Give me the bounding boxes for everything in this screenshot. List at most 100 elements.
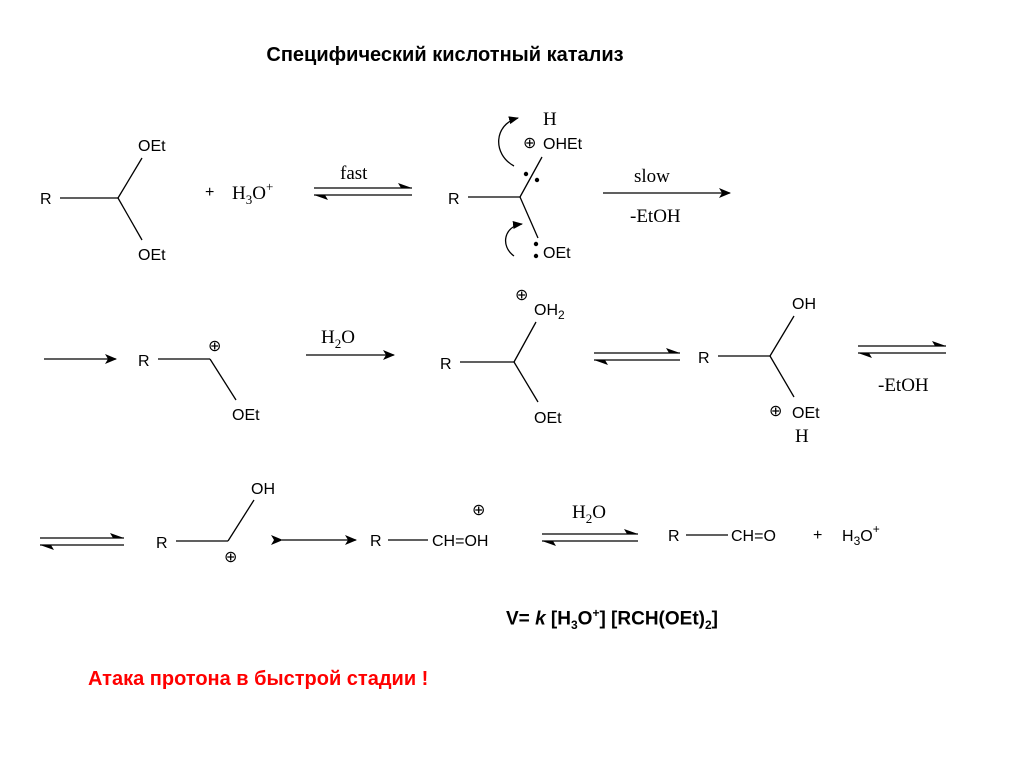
- h3o-h: H: [842, 528, 854, 545]
- positive-charge: ⊕: [224, 549, 237, 566]
- h3o-h: H: [232, 183, 246, 204]
- oet-label: OEt: [792, 405, 820, 422]
- arrowhead: [666, 348, 680, 353]
- positive-charge: ⊕: [769, 403, 782, 420]
- condition-minus-etoh: -EtOH: [630, 206, 681, 227]
- bond: [117, 157, 143, 199]
- ch-o-label: CH=O: [731, 528, 776, 545]
- condition-minus-etoh: -EtOH: [878, 375, 929, 396]
- lone-pair-dot: [533, 253, 539, 259]
- curved-electron-arrow: [504, 221, 523, 257]
- highlight-note: Атака протона в быстрой стадии !: [88, 668, 429, 690]
- plus-sign: +: [813, 527, 822, 544]
- r-group-label: R: [440, 356, 452, 373]
- rate-part: ] [RCH(OEt): [599, 608, 705, 630]
- lone-pair-dot: [534, 177, 540, 183]
- oet-label: OEt: [543, 245, 571, 262]
- oxocarbenium-cation: R ⊕ OEt: [138, 338, 260, 424]
- oet-label: OEt: [232, 407, 260, 424]
- positive-charge: ⊕: [523, 135, 536, 152]
- acetal-molecule: R OEt OEt: [40, 138, 166, 264]
- h2o-sub: 2: [586, 511, 593, 526]
- bond: [513, 321, 537, 363]
- r-group-label: R: [698, 350, 710, 367]
- lone-pair-dot: [523, 171, 529, 177]
- h3o-o: O: [252, 183, 266, 204]
- oet-label: OEt: [138, 247, 166, 264]
- equilibrium-arrow: [40, 533, 124, 550]
- arrowhead: [858, 353, 872, 358]
- h3o-formula: H3O+: [232, 179, 273, 207]
- plus-sign: +: [205, 184, 214, 201]
- equilibrium-arrow: [594, 348, 680, 365]
- bond: [519, 156, 543, 198]
- condition-fast: fast: [340, 163, 368, 184]
- arrow-slow: slow -EtOH: [603, 166, 731, 227]
- bond: [769, 355, 795, 398]
- oh2-main: OH: [534, 302, 558, 319]
- arrowhead: [110, 533, 124, 538]
- arrowhead: [398, 183, 412, 188]
- h2o-h: H: [321, 327, 335, 348]
- proton-label: H: [543, 109, 557, 130]
- rate-sub: 3: [570, 618, 578, 633]
- ch-oh-label: CH=OH: [432, 533, 488, 550]
- h3o-sub: 3: [246, 192, 253, 207]
- r-group-label: R: [138, 353, 150, 370]
- h2o-o: O: [341, 327, 355, 348]
- rate-part: O: [577, 608, 593, 630]
- equilibrium-arrow-fast: fast: [314, 163, 412, 200]
- hemiacetal-protonated-oet: R OH ⊕ OEt H: [698, 296, 820, 447]
- protonated-acetal: R OHEt H ⊕ OEt: [448, 109, 583, 262]
- curved-electron-arrow: [498, 116, 519, 167]
- oet-label: OEt: [138, 138, 166, 155]
- arrowhead: [624, 529, 638, 534]
- h3o-sub: 3: [854, 534, 861, 548]
- h2o-sub: 2: [335, 336, 342, 351]
- arrowhead: [542, 541, 556, 546]
- rate-part: [H: [545, 608, 571, 630]
- h3o-formula: H3O+: [842, 522, 880, 548]
- h2o-o: O: [592, 502, 606, 523]
- arrowhead: [932, 341, 946, 346]
- bond: [117, 197, 143, 241]
- h2o-h: H: [572, 502, 586, 523]
- rate-part: ]: [711, 608, 718, 630]
- condition-h2o: H2O: [321, 327, 355, 351]
- arrow-h2o: H2O: [306, 327, 395, 360]
- positive-charge: ⊕: [472, 502, 485, 519]
- oh2-sub: 2: [558, 308, 565, 322]
- h3o-o: O: [860, 528, 872, 545]
- rate-sup: +: [592, 606, 600, 620]
- oet-label: OEt: [534, 410, 562, 427]
- hydroxy-carbocation: R OH ⊕: [156, 481, 275, 566]
- r-group-label: R: [668, 528, 680, 545]
- rate-prefix: V=: [506, 608, 536, 630]
- bond: [519, 196, 539, 239]
- bond: [769, 315, 795, 357]
- aldehyde-product: R CH=O + H3O+: [668, 522, 880, 548]
- r-group-label: R: [40, 191, 52, 208]
- arrowhead: [314, 195, 328, 200]
- positive-charge: ⊕: [208, 338, 221, 355]
- arrowhead: [594, 360, 608, 365]
- condition-h2o: H2O: [572, 502, 606, 526]
- rate-constant: k: [535, 608, 546, 630]
- protonated-aldehyde: R CH=OH ⊕: [370, 502, 488, 550]
- hydronium-reagent: + H3O+: [205, 179, 273, 207]
- page-title: Специфический кислотный катализ: [266, 44, 624, 66]
- oh2-label: OH2: [534, 302, 565, 322]
- ohet-label: OHEt: [543, 136, 583, 153]
- equilibrium-arrow-etoh: -EtOH: [858, 341, 946, 396]
- h3o-sup: +: [873, 522, 880, 536]
- rate-law: V= k [H3O+] [RCH(OEt)2]: [506, 606, 718, 632]
- proton-label: H: [795, 426, 809, 447]
- bond: [227, 499, 255, 542]
- arrowhead: [40, 545, 54, 550]
- equilibrium-arrow-h2o: H2O: [542, 502, 638, 546]
- rate-sub: 2: [704, 618, 712, 633]
- lone-pair-dot: [533, 241, 539, 247]
- r-group-label: R: [156, 535, 168, 552]
- r-group-label: R: [370, 533, 382, 550]
